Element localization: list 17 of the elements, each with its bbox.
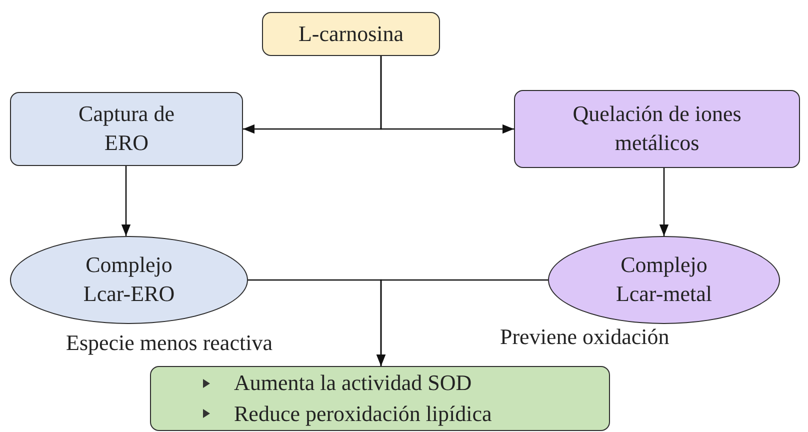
process-box [262,12,440,56]
list-item-text: Reduce peroxidación lipídica [234,400,492,428]
list-item-text: Aumenta la actividad SOD [234,368,472,397]
annotation-text: Previene oxidación [500,324,670,350]
arrow [659,168,669,236]
annotation-text: Especie menos reactiva [66,330,272,356]
result-box [150,366,610,431]
arrow [380,56,514,134]
process-box [514,90,800,168]
node-label: L-carnosina [298,20,404,48]
node-label: Complejo Lcar-ERO [82,251,176,308]
node-label: Quelación de iones metálicos [572,100,742,157]
node-label: Captura de ERO [78,100,176,157]
node-label: Complejo Lcar-metal [614,251,714,308]
process-box [10,92,243,166]
arrow [121,166,131,236]
arrow [376,279,548,366]
